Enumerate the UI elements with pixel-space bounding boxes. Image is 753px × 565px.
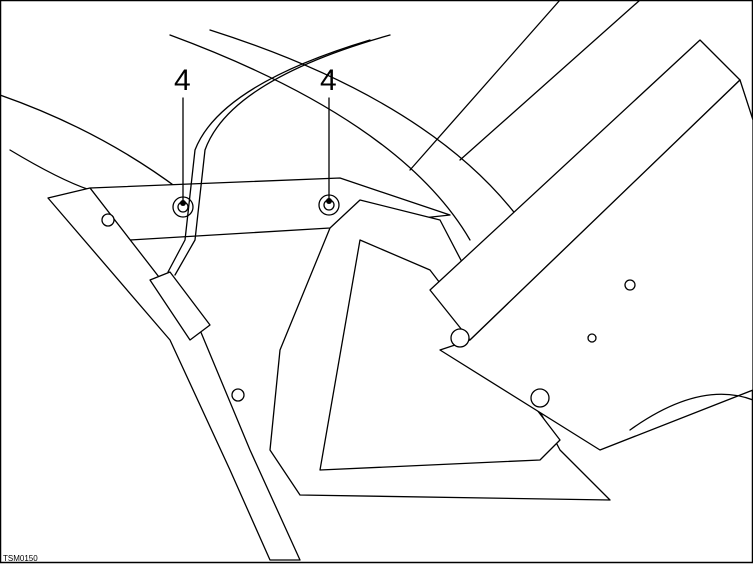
cable xyxy=(174,34,391,276)
boom-side xyxy=(439,79,753,451)
callout-label: 4 xyxy=(320,64,337,97)
sensor-block xyxy=(149,271,211,341)
figure-code: TSM0150 xyxy=(3,554,38,563)
deck-curve xyxy=(169,34,471,241)
callout-label: 4 xyxy=(174,64,191,97)
handle-line xyxy=(459,0,641,161)
side-flange xyxy=(47,187,301,561)
